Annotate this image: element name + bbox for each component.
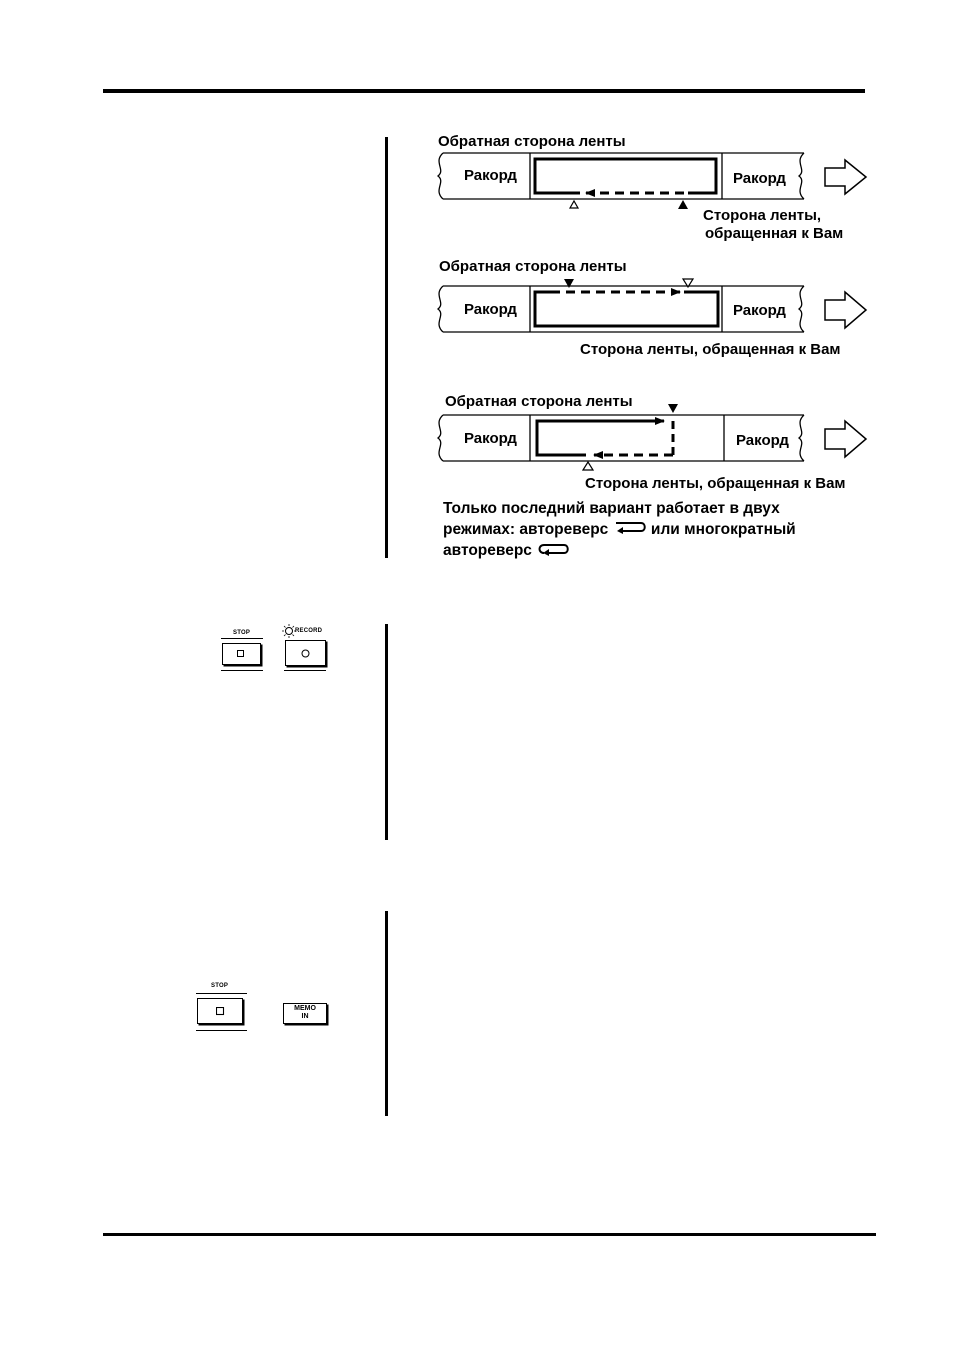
back-side-label: Обратная сторона ленты <box>445 393 633 410</box>
leader-right-label: Ракорд <box>733 302 786 319</box>
note-line-3: автореверс <box>443 540 796 561</box>
forward-arrow-icon <box>824 158 868 196</box>
note-line-3-text: автореверс <box>443 542 532 560</box>
tape-diagram-2 <box>436 278 868 333</box>
section-bar-diagrams <box>385 137 388 558</box>
divider <box>196 993 247 994</box>
stop-button-panel: STOP <box>194 983 250 1035</box>
front-side-label: Сторона ленты, обращенная к Вам <box>585 475 846 492</box>
leader-left-label: Ракорд <box>464 301 517 318</box>
stop-caption: STOP <box>211 983 229 989</box>
autoreverse-icon <box>613 519 647 540</box>
divider <box>196 1030 247 1031</box>
record-caption: RECORD <box>295 628 323 634</box>
divider <box>284 670 326 671</box>
stop-button[interactable] <box>222 643 261 665</box>
record-button[interactable] <box>285 640 326 666</box>
bottom-rule <box>103 1233 876 1236</box>
tape-diagram-3 <box>436 404 868 471</box>
top-rule <box>103 89 865 93</box>
leader-left-label: Ракорд <box>464 430 517 447</box>
leader-right-label: Ракорд <box>733 170 786 187</box>
front-side-label: Сторона ленты, обращенная к Вам <box>580 341 841 358</box>
divider <box>221 638 263 639</box>
stop-button[interactable] <box>197 998 243 1024</box>
tape-diagrams <box>436 152 868 471</box>
note-line-2-text-b: или многократный <box>650 521 796 538</box>
tape-diagram-1 <box>436 152 868 209</box>
memo-in-button[interactable]: MEMO IN <box>283 1003 327 1024</box>
forward-arrow-icon <box>824 290 868 330</box>
note-line-2-text-a: режимах: автореверс <box>443 521 609 538</box>
record-button-panel: RECORD <box>282 622 332 672</box>
note-line-2: режимах: автореверс или многократный <box>443 519 796 540</box>
front-side-label: Сторона ленты, <box>703 207 822 224</box>
memo-label: MEMO <box>294 1005 316 1012</box>
back-side-label: Обратная сторона ленты <box>438 133 626 150</box>
record-indicator-icon <box>282 624 296 638</box>
leader-left-label: Ракорд <box>464 167 517 184</box>
front-side-label: обращенная к Вам <box>705 225 844 242</box>
stop-caption: STOP <box>233 630 251 636</box>
stop-square-icon <box>237 650 244 657</box>
record-circle-icon <box>301 649 310 658</box>
forward-arrow-icon <box>824 419 868 459</box>
stop-button-panel: STOP <box>220 630 266 672</box>
back-side-label: Обратная сторона ленты <box>439 258 627 275</box>
divider <box>221 670 263 671</box>
leader-right-label: Ракорд <box>736 432 789 449</box>
section-bar-record <box>385 624 388 840</box>
autoreverse-note: Только последний вариант работает в двух… <box>443 498 796 562</box>
note-line-1: Только последний вариант работает в двух <box>443 500 780 517</box>
stop-square-icon <box>216 1007 225 1016</box>
repeat-autoreverse-icon <box>536 541 570 562</box>
section-bar-memo <box>385 911 388 1116</box>
in-label: IN <box>301 1013 309 1020</box>
